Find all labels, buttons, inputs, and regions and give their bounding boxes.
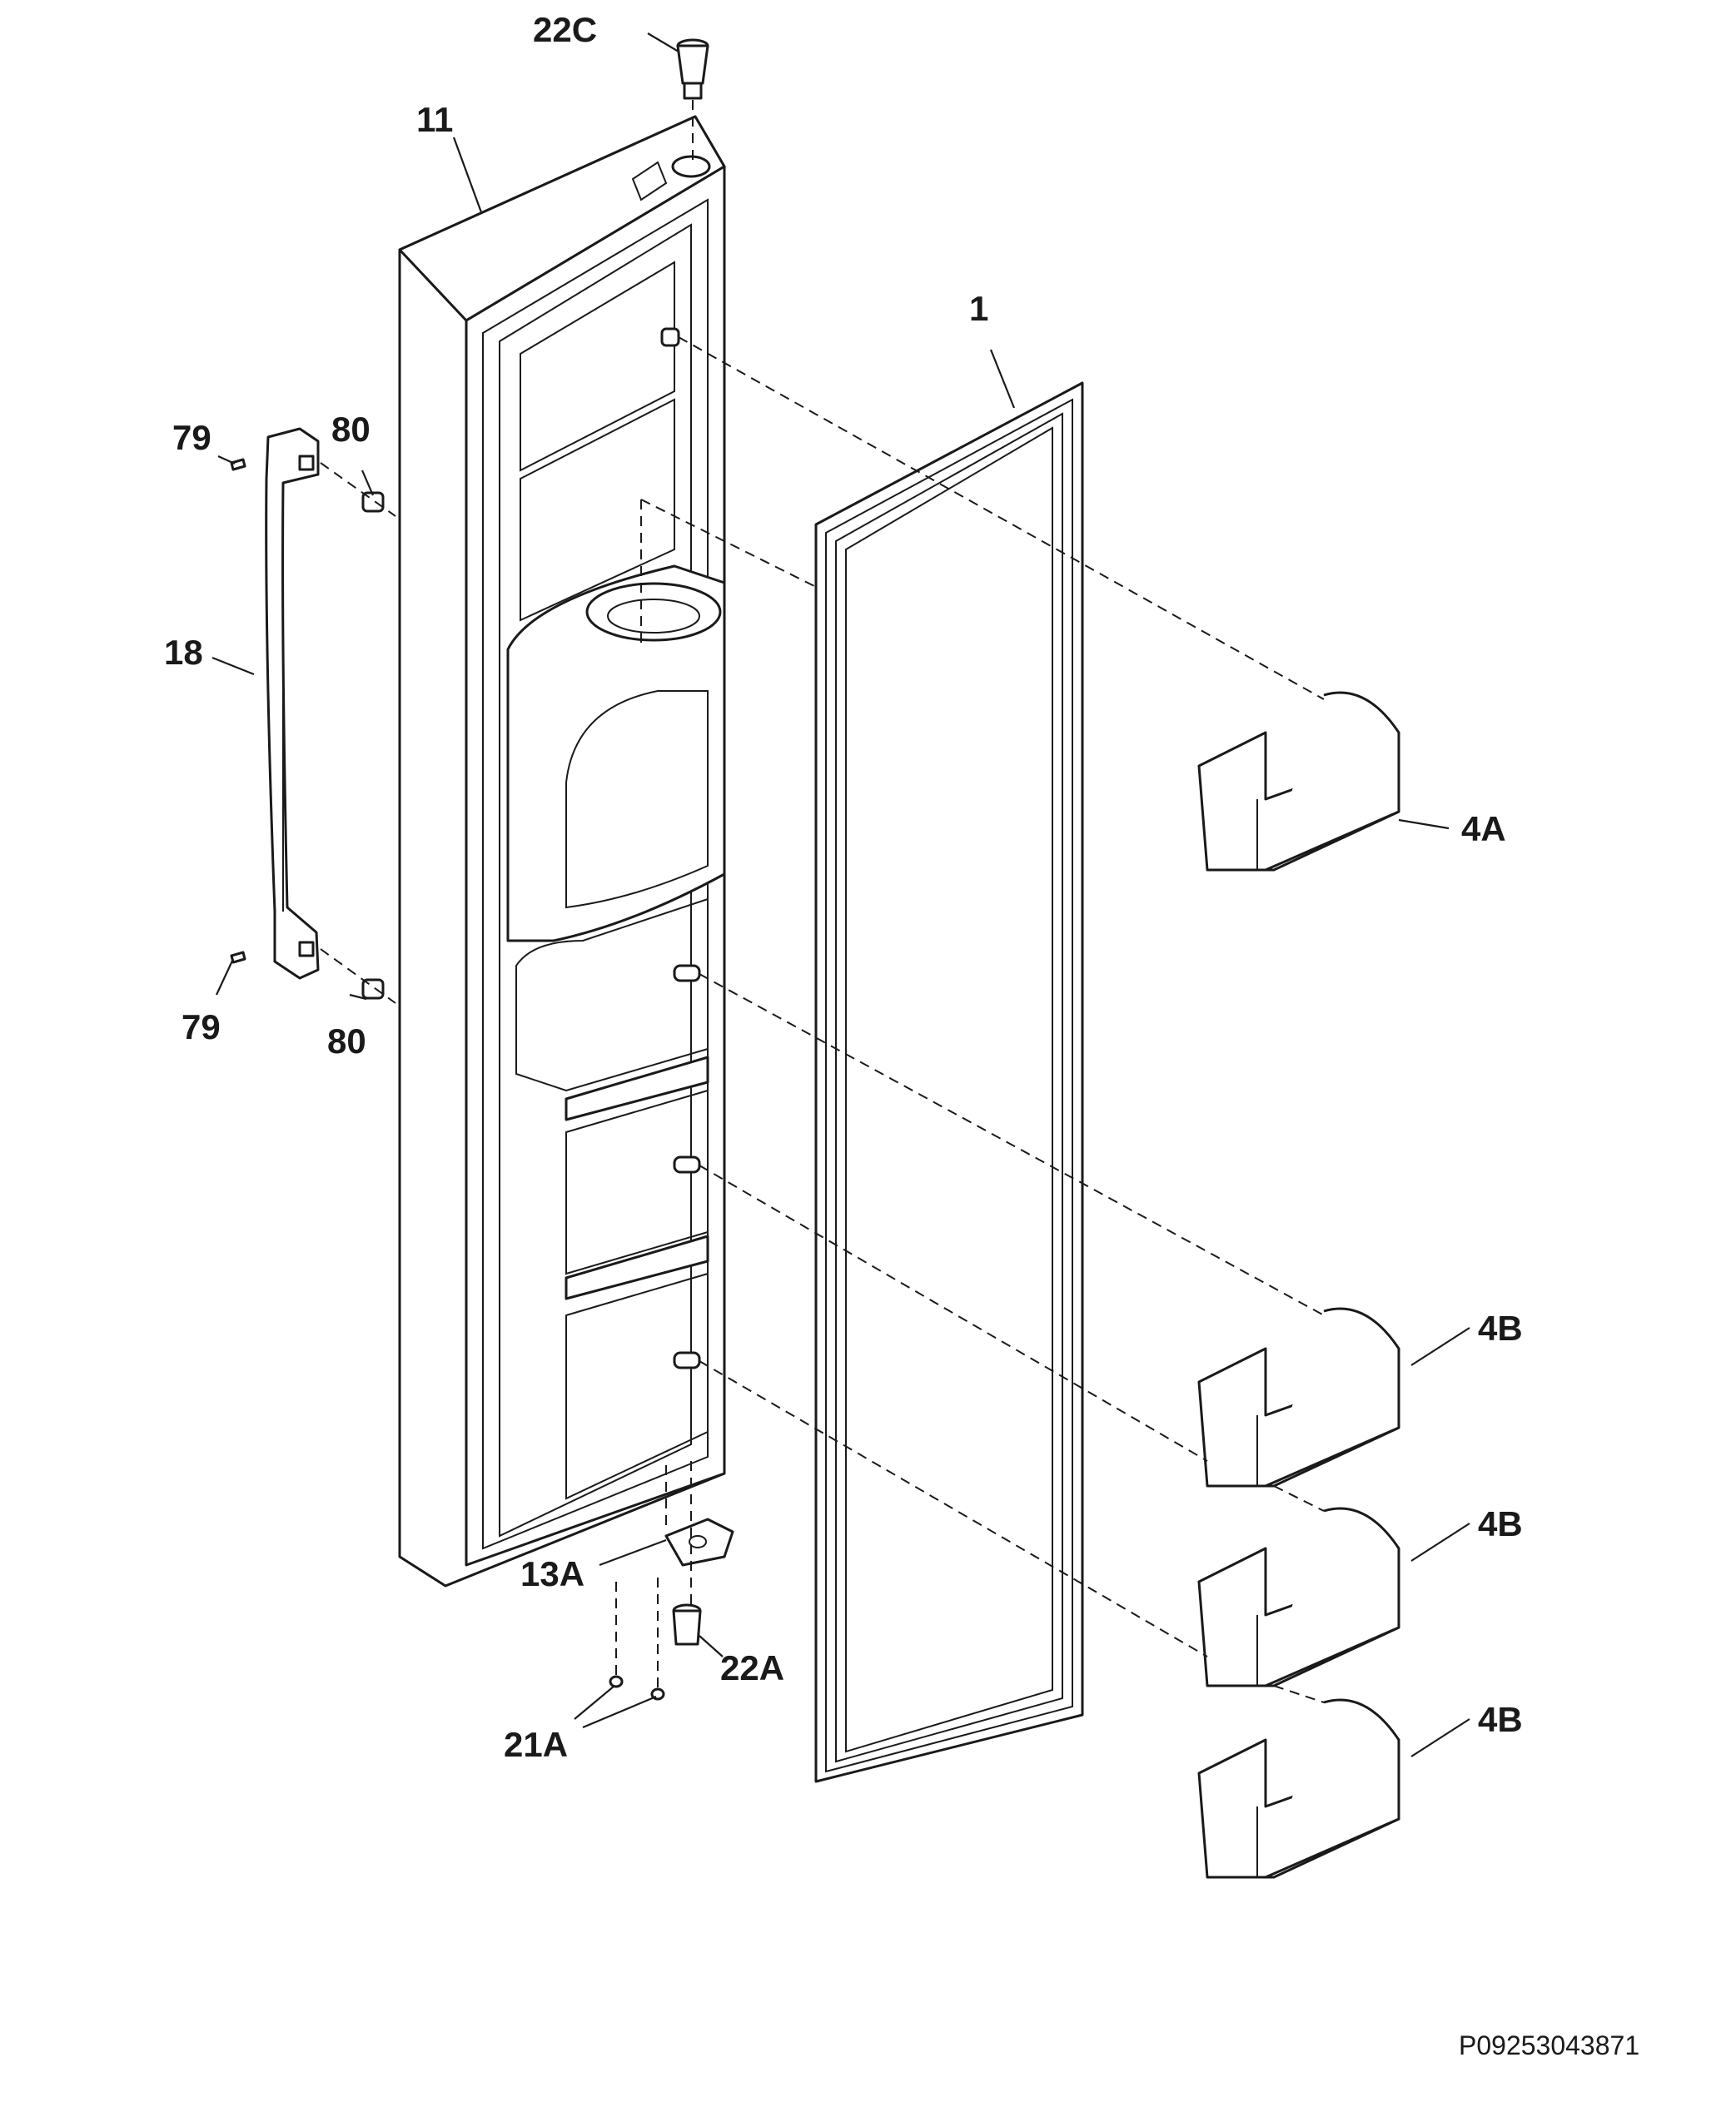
door-bin-part-4B-1[interactable] (1197, 1307, 1400, 1488)
screw-part-79-top[interactable] (230, 458, 246, 471)
screw-part-79-bot[interactable] (230, 951, 246, 964)
hinge-pin-part-22C[interactable] (676, 38, 709, 100)
callout-22A: 22A (720, 1648, 784, 1687)
callout-80-top: 80 (331, 410, 371, 449)
callout-18: 18 (164, 633, 203, 672)
callout-79-bot: 79 (182, 1007, 221, 1046)
callout-22C: 22C (533, 10, 597, 49)
callout-4B-1: 4B (1478, 1309, 1523, 1348)
hinge-bracket-part-13A[interactable] (664, 1518, 734, 1567)
screw-part-21A-1[interactable] (609, 1675, 624, 1688)
callout-4B-2: 4B (1478, 1504, 1523, 1543)
handle-part-18[interactable] (265, 427, 320, 980)
door-bin-part-4B-3[interactable] (1197, 1698, 1400, 1879)
door-bin-part-4B-2[interactable] (1197, 1507, 1400, 1687)
callout-4B-3: 4B (1478, 1700, 1523, 1739)
hinge-pin-part-22A[interactable] (672, 1603, 702, 1646)
callout-21A: 21A (504, 1725, 568, 1764)
callout-79-top: 79 (172, 418, 211, 457)
callout-11: 11 (416, 100, 453, 139)
callout-4A: 4A (1461, 809, 1506, 848)
bushing-part-80-bot[interactable] (361, 978, 385, 1000)
door-panel-part-11[interactable] (398, 115, 726, 1588)
door-gasket-part-1[interactable] (814, 381, 1084, 1783)
callout-13A: 13A (520, 1554, 584, 1593)
callout-80-bot: 80 (327, 1021, 366, 1061)
door-bin-part-4A[interactable] (1197, 691, 1400, 872)
drawing-code: P09253043871 (1459, 2030, 1639, 2060)
callout-1: 1 (969, 289, 988, 328)
